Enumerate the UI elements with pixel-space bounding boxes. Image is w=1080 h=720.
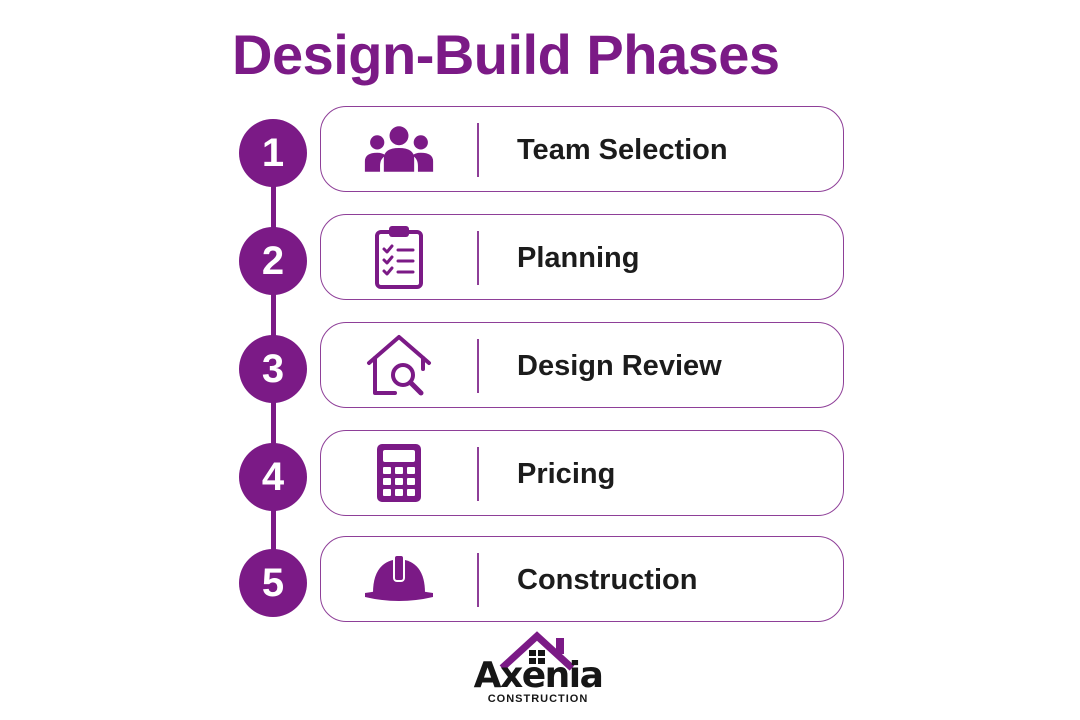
step-card: Pricing [320,430,844,516]
step-label: Planning [517,242,640,274]
step-card: Planning [320,214,844,300]
step-card: Team Selection [320,106,844,192]
step-divider [477,553,479,607]
team-icon [363,119,435,179]
step-number-badge: 3 [239,335,307,403]
step-label: Construction [517,564,698,596]
phase-step-5: 5 Construction [0,536,1080,626]
step-label: Design Review [517,350,722,382]
house-search-icon [363,335,435,396]
step-number-badge: 4 [239,443,307,511]
house-logo-icon [499,631,575,671]
phase-step-4: 4 Pricing [0,430,1080,520]
step-divider [477,447,479,501]
step-number-badge: 5 [239,549,307,617]
step-card: Construction [320,536,844,622]
clipboard-checklist-icon [363,226,435,289]
logo-wordmark: Axenia [473,655,604,696]
step-divider [477,339,479,393]
page-title: Design-Build Phases [232,23,780,86]
step-label: Team Selection [517,134,728,166]
phase-step-3: 3 Design Review [0,322,1080,412]
step-divider [477,123,479,177]
calculator-icon [363,443,435,503]
phase-step-1: 1 Team Selection [0,106,1080,196]
step-card: Design Review [320,322,844,408]
step-label: Pricing [517,458,616,490]
phase-step-2: 2 Planning [0,214,1080,304]
step-divider [477,231,479,285]
hard-hat-icon [363,549,435,609]
company-logo: Axenia CONSTRUCTION [468,624,608,714]
logo-subtitle: CONSTRUCTION [487,693,589,705]
step-number-badge: 2 [239,227,307,295]
step-number-badge: 1 [239,119,307,187]
